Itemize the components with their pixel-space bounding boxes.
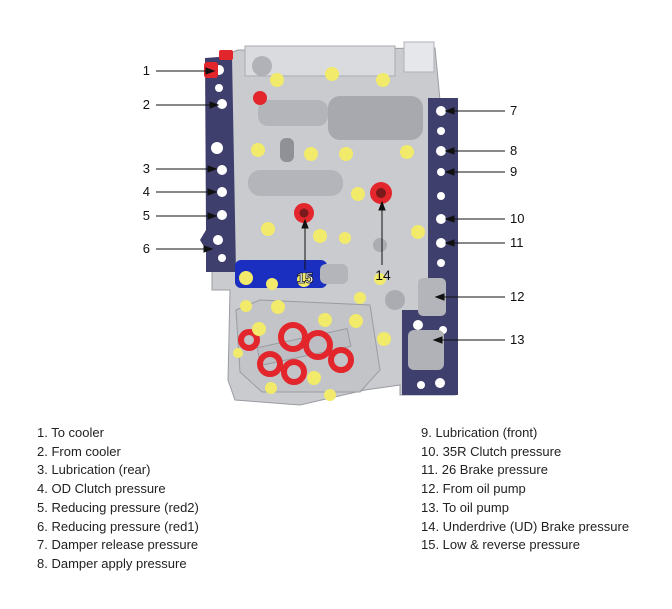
legend-item-10: 10. 35R Clutch pressure [421,443,562,459]
legend-right-column: 9. Lubrication (front) 10. 35R Clutch pr… [421,424,629,555]
callout-5: 5 [143,208,150,223]
valve-body-illustration [200,41,458,406]
valve-body-diagram: 1 2 3 4 5 6 7 8 9 10 11 12 13 15 14 [143,41,525,406]
callout-1: 1 [143,63,150,78]
legend-item-7: 7. Damper release pressure [37,537,199,553]
legend-item-14: 14. Underdrive (UD) Brake pressure [421,518,630,534]
callout-12: 12 [510,289,524,304]
callout-3: 3 [143,161,150,176]
callout-7: 7 [510,103,517,118]
legend-item-12: 12. From oil pump [421,481,526,497]
legend-left-column: 1. To cooler 2. From cooler 3. Lubricati… [37,424,199,574]
callout-labels: 1 2 3 4 5 6 7 8 9 10 11 12 13 15 14 [143,63,525,347]
callout-14: 14 [375,267,391,283]
callout-4: 4 [143,184,150,199]
legend-item-9: 9. Lubrication (front) [421,425,538,440]
callout-9: 9 [510,164,517,179]
legend-item-5: 5. Reducing pressure (red2) [37,499,199,515]
callout-leaders [156,67,505,344]
legend-item-3: 3. Lubrication (rear) [37,462,151,478]
callout-8: 8 [510,143,517,158]
callout-13: 13 [510,332,524,347]
legend-item-1: 1. To cooler [37,425,104,440]
legend-item-2: 2. From cooler [37,443,121,459]
legend-item-11: 11. 26 Brake pressure [421,462,548,478]
callout-6: 6 [143,241,150,256]
callout-2: 2 [143,97,150,112]
legend-item-15: 15. Low & reverse pressure [421,537,580,553]
legend-item-4: 4. OD Clutch pressure [37,481,166,497]
callout-11: 11 [510,235,524,250]
callout-10: 10 [510,211,524,226]
callout-15: 15 [297,270,314,287]
legend-item-6: 6. Reducing pressure (red1) [37,518,199,534]
legend-item-13: 13. To oil pump [421,499,509,515]
legend-item-8: 8. Damper apply pressure [37,555,187,571]
